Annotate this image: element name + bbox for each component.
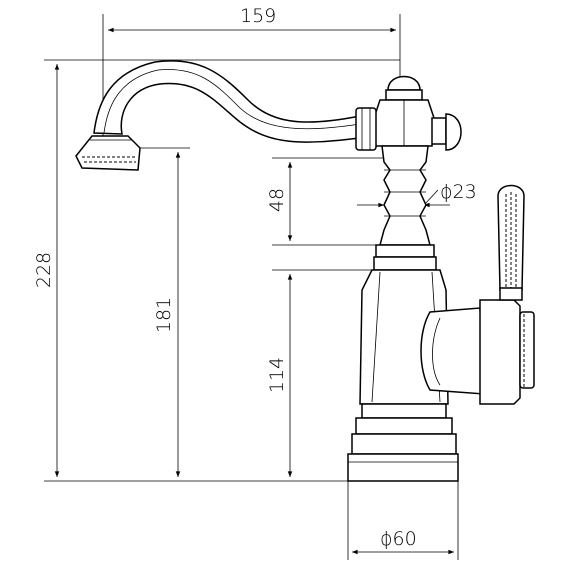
dim-label-228: 228 xyxy=(33,252,55,288)
dimension-diameter-23: ϕ23 xyxy=(357,181,477,208)
spout xyxy=(75,60,361,171)
dimension-height-181: 181 xyxy=(130,147,190,477)
dimension-height-114: 114 xyxy=(266,269,372,477)
aerator xyxy=(75,135,141,171)
dim-label-159: 159 xyxy=(240,5,276,27)
dim-label-60: ϕ60 xyxy=(380,528,417,550)
dim-label-114: 114 xyxy=(266,357,288,393)
dim-label-181: 181 xyxy=(153,297,175,333)
handle-lever xyxy=(497,184,525,301)
top-body xyxy=(355,75,462,151)
dimension-height-48: 48 xyxy=(266,157,384,246)
dimension-diameter-60: ϕ60 xyxy=(347,481,459,560)
neck xyxy=(373,145,437,271)
dim-label-48: 48 xyxy=(266,188,288,212)
dimension-height-228: 228 xyxy=(33,59,400,482)
base xyxy=(347,403,459,482)
dim-label-23: ϕ23 xyxy=(440,181,477,203)
main-body xyxy=(359,269,535,405)
